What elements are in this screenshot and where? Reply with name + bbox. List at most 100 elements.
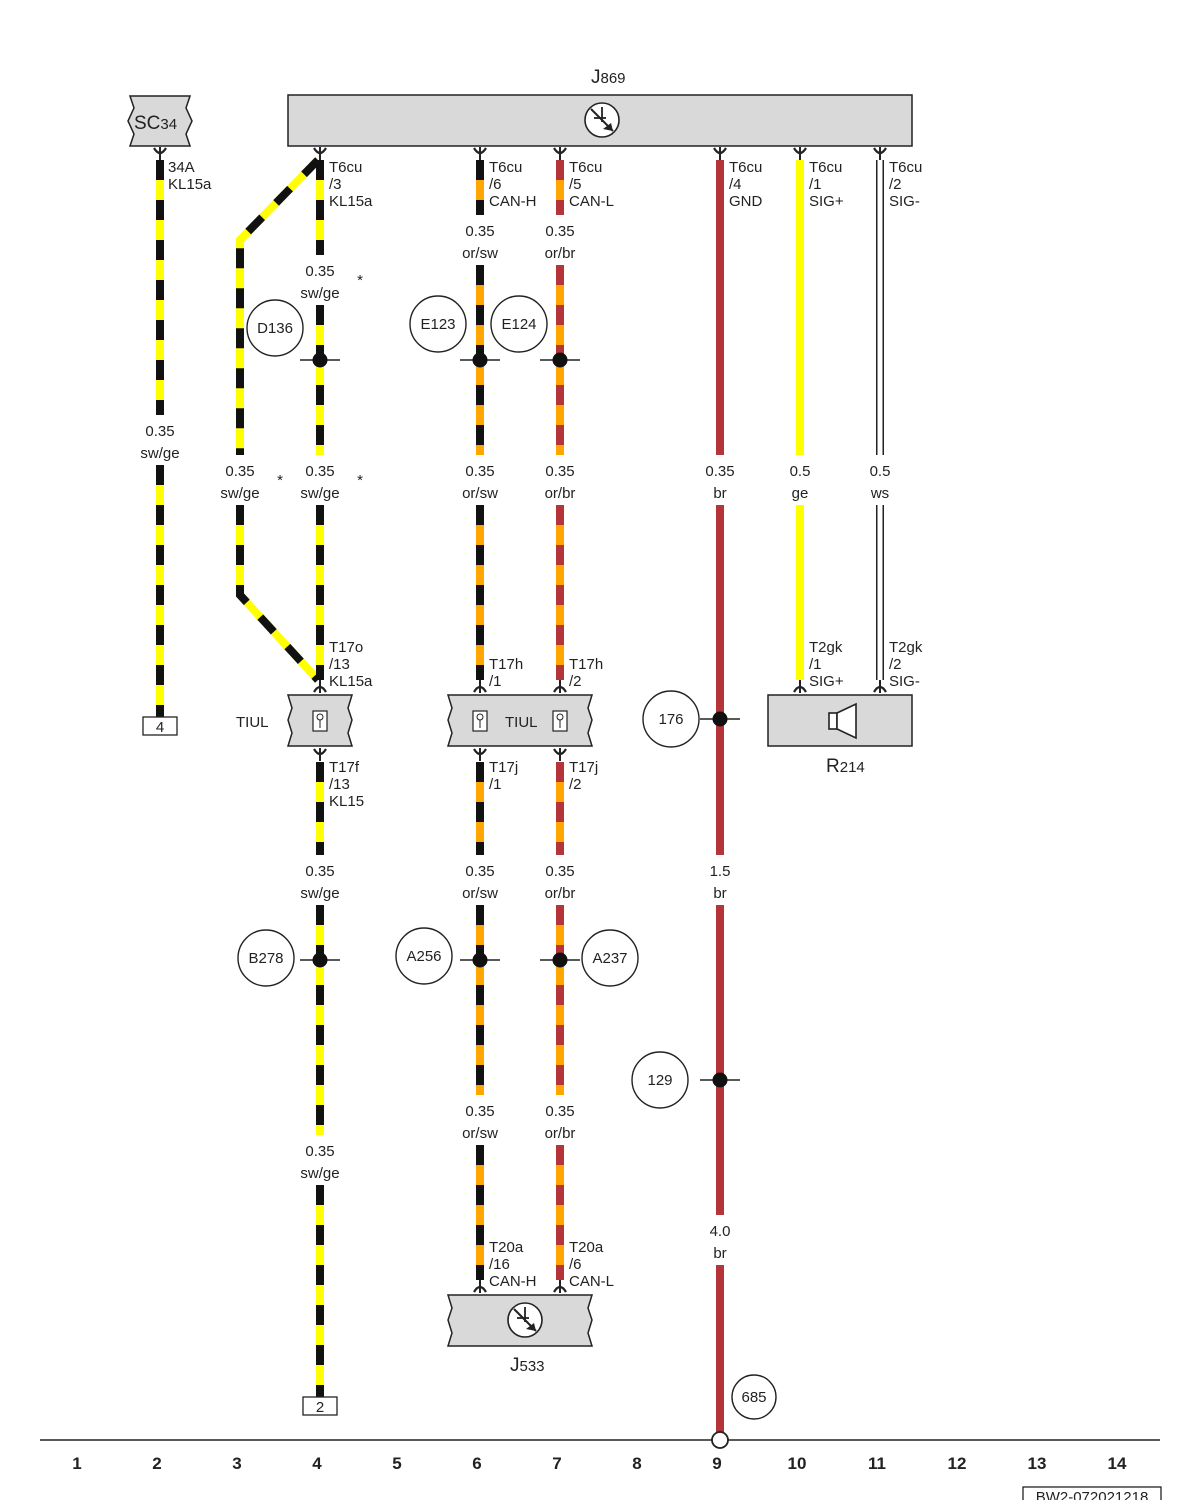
column-number: 11 xyxy=(868,1454,886,1473)
pin-label: T6cu xyxy=(889,159,922,176)
wire-color-label: or/sw xyxy=(462,885,498,902)
column-number: 5 xyxy=(392,1454,401,1473)
wire-note-star: * xyxy=(357,472,363,489)
connection-point-circle xyxy=(490,295,548,353)
pin-label: /6 xyxy=(489,176,502,193)
splice-dot xyxy=(712,1072,728,1088)
wire-color-label: br xyxy=(713,885,726,902)
wire-size-label: 0.35 xyxy=(545,1103,574,1120)
pin-label: T17j xyxy=(569,759,598,776)
wire-color-label: br xyxy=(713,1245,726,1262)
pin-label: SIG+ xyxy=(809,193,844,210)
column-number: 12 xyxy=(948,1454,967,1473)
pin-t17j2: T17j/2 xyxy=(553,748,598,793)
wire-size-label: 0.35 xyxy=(545,863,574,880)
connection-point-label: E123 xyxy=(420,316,455,333)
wire-note-star: * xyxy=(277,472,283,489)
pin-label: /2 xyxy=(889,176,902,193)
column-number: 1 xyxy=(72,1454,81,1473)
column-number: 14 xyxy=(1108,1454,1127,1473)
tiul-left-label: TIUL xyxy=(236,714,269,731)
wire-size-label: 0.5 xyxy=(870,463,891,480)
wire-label-w11: 0.5ws xyxy=(870,463,891,502)
splice-point xyxy=(700,1072,740,1088)
component-r214: R214 xyxy=(767,694,913,777)
splice-dot xyxy=(552,952,568,968)
wire-color-label: or/sw xyxy=(462,245,498,262)
splice-point xyxy=(540,352,580,368)
pin-label: /1 xyxy=(489,673,502,690)
wire-size-label: 0.35 xyxy=(545,223,574,240)
pin-label: /2 xyxy=(569,673,582,690)
component-j533: J533 xyxy=(446,1294,594,1376)
pin-label: T17o xyxy=(329,639,363,656)
pin-label: SIG+ xyxy=(809,673,844,690)
connection-point-d136: D136 xyxy=(246,299,304,357)
wire-col3-upper xyxy=(236,157,321,455)
wire-col3-lower-stripe xyxy=(236,505,321,683)
speaker-icon xyxy=(828,702,857,740)
column-number: 3 xyxy=(232,1454,241,1473)
pin-label: T17j xyxy=(489,759,518,776)
connection-point-circle xyxy=(395,927,453,985)
wire-col3-lower xyxy=(236,505,321,683)
pin-label: /2 xyxy=(569,776,582,793)
pin-label: /1 xyxy=(809,176,822,193)
wire-size-label: 0.35 xyxy=(705,463,734,480)
splice-dot xyxy=(552,352,568,368)
wire-color-label: sw/ge xyxy=(300,885,339,902)
pin-label: T2gk xyxy=(809,639,843,656)
control-unit-icon xyxy=(584,102,620,138)
column-number: 10 xyxy=(788,1454,807,1473)
pin-label: T6cu xyxy=(809,159,842,176)
r214-label: R214 xyxy=(826,756,865,777)
connection-point-b278: B278 xyxy=(237,929,295,987)
tiul-mid-label: TIUL xyxy=(505,714,538,731)
splice-dot xyxy=(312,952,328,968)
pin-label: CAN-L xyxy=(569,193,614,210)
column-number: 2 xyxy=(152,1454,161,1473)
splice-dot xyxy=(472,352,488,368)
wire-color-label: sw/ge xyxy=(300,1165,339,1182)
pin-label: /16 xyxy=(489,1256,510,1273)
connection-point-circle xyxy=(409,295,467,353)
wire-size-label: 0.35 xyxy=(305,463,334,480)
j869-label: J869 xyxy=(591,67,626,88)
pin-label: T20a xyxy=(569,1239,604,1256)
wire-size-label: 0.5 xyxy=(790,463,811,480)
wire-label-w10: 0.5ge xyxy=(790,463,811,502)
connection-point-e123: E123 xyxy=(409,295,467,353)
connection-point-685: 685 xyxy=(731,1374,777,1420)
wire-color-label: sw/ge xyxy=(300,485,339,502)
wire-size-label: 0.35 xyxy=(305,263,334,280)
component-j869: J869 xyxy=(287,67,913,147)
wire-color-label: or/br xyxy=(545,885,576,902)
pin-label: T2gk xyxy=(889,639,923,656)
splice-point xyxy=(460,952,500,968)
reference-4: 4 xyxy=(142,716,178,736)
column-number: 6 xyxy=(472,1454,481,1473)
pin-label: SIG- xyxy=(889,193,920,210)
pin-t17j1: T17j/1 xyxy=(473,748,518,793)
connection-point-label: 129 xyxy=(647,1072,672,1089)
splice-dot xyxy=(312,352,328,368)
j533-label: J533 xyxy=(510,1355,545,1376)
column-number: 9 xyxy=(712,1454,721,1473)
